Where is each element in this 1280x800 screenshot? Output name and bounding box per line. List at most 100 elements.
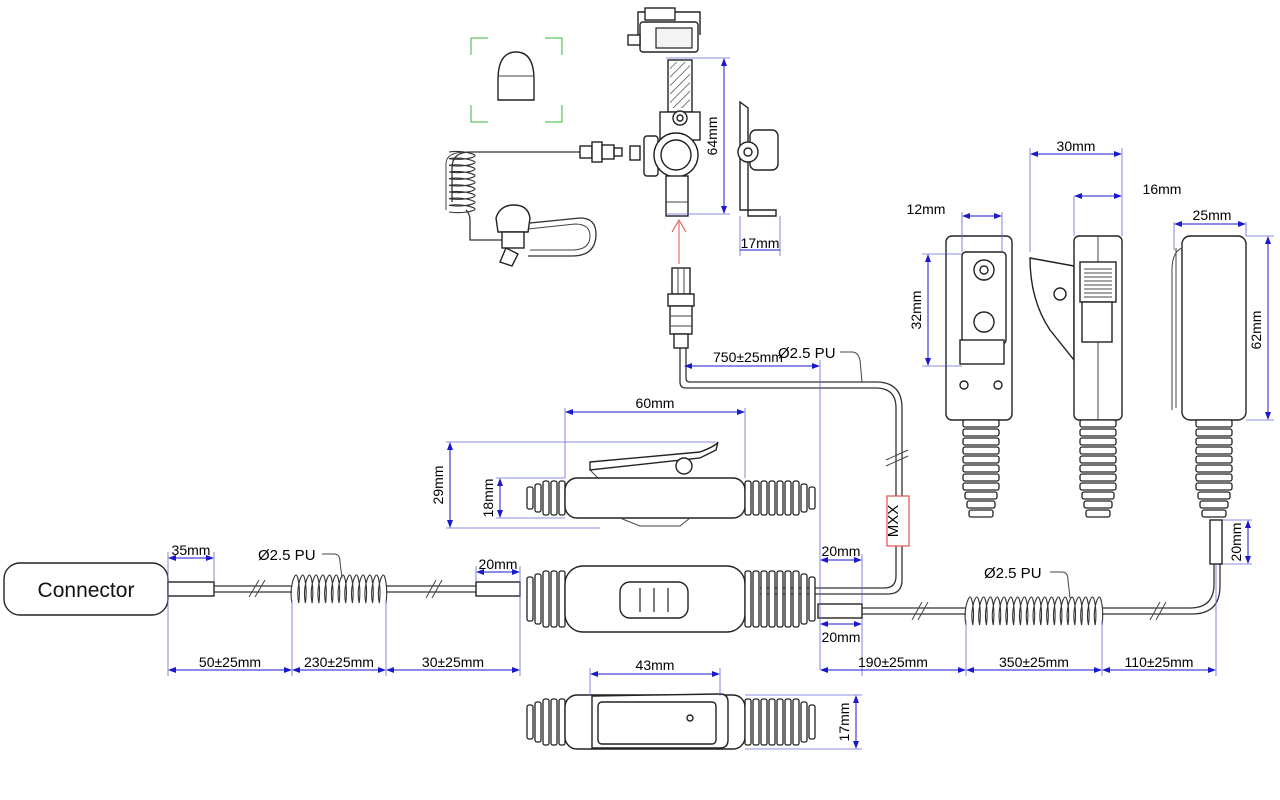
dim-12: 12mm — [907, 201, 1003, 252]
grip-ridge — [962, 437, 1000, 446]
dim-chain-right: 190±25mm 350±25mm 110±25mm — [820, 564, 1217, 676]
grip-ridge — [1195, 482, 1233, 491]
grip-ridge — [964, 491, 998, 500]
main-cable-left — [214, 574, 521, 604]
pu-label-upper: Ø2.5 PU — [778, 345, 863, 383]
back-right-grip — [744, 698, 816, 746]
grip-ridge — [526, 486, 534, 510]
dim-30-label: 30mm — [1057, 138, 1096, 154]
grip-ridge — [792, 570, 800, 628]
dim-16: 16mm — [1073, 181, 1181, 236]
grip-ridge — [752, 698, 760, 746]
ptt-left-grip — [526, 570, 566, 628]
coiled-tube — [448, 150, 476, 214]
grip-ridge — [776, 570, 784, 628]
grip-ridge — [968, 509, 994, 518]
back-plug — [1209, 519, 1223, 565]
mic-front-view — [945, 235, 1013, 518]
dim-62: 62mm — [1246, 235, 1274, 421]
grip-ridge — [526, 704, 534, 740]
grip-ridge — [526, 576, 534, 622]
grip-ridge — [768, 698, 776, 746]
grip-ridge — [1079, 419, 1117, 428]
grip-ridge — [1195, 446, 1233, 455]
grip-ridge — [962, 446, 1000, 455]
grip-ridge — [784, 570, 792, 628]
ptt-right-grip — [744, 570, 816, 628]
grip-ridge — [534, 701, 542, 743]
grip-ridge — [1197, 491, 1231, 500]
main-cable-right — [817, 564, 1221, 626]
grip-ridge — [752, 570, 760, 628]
dim-29: 29mm — [430, 441, 716, 529]
mxx-label: MXX — [885, 505, 902, 538]
grip-ridge — [1081, 491, 1115, 500]
dim-20-top-left-label: 20mm — [479, 556, 518, 572]
grip-ridge — [776, 698, 784, 746]
grip-ridge — [1195, 455, 1233, 464]
pu-label-right: Ø2.5 PU — [984, 565, 1071, 599]
grip-ridge — [550, 698, 558, 746]
dim-64: 64mm — [666, 57, 730, 215]
dim-30b-label: 30±25mm — [422, 654, 484, 670]
grip-ridge — [1199, 500, 1229, 509]
dim-750: 750±25mm — [684, 349, 821, 670]
grip-ridge — [768, 570, 776, 628]
pu-right-text: Ø2.5 PU — [984, 565, 1042, 582]
side-right-grip — [744, 480, 816, 516]
dim-20-right-label: 20mm — [1228, 523, 1244, 562]
grip-ridge — [962, 464, 1000, 473]
grip-ridge — [534, 573, 542, 625]
grip-ridge — [1079, 473, 1117, 482]
mic-side-view — [1029, 235, 1123, 518]
grip-ridge — [1195, 464, 1233, 473]
dim-32: 32mm — [908, 253, 962, 367]
side-mic-grip — [1079, 419, 1117, 518]
grip-ridge — [1195, 437, 1233, 446]
grip-ridge — [792, 698, 800, 746]
grip-ridge — [1195, 428, 1233, 437]
dim-20-lower: 20mm — [820, 618, 863, 676]
dim-17-clip: 17mm — [739, 216, 781, 256]
grip-ridge — [808, 486, 816, 510]
grip-ridge — [792, 480, 800, 516]
side-clip — [737, 100, 779, 217]
grip-ridge — [800, 701, 808, 743]
grip-ridge — [1079, 455, 1117, 464]
pu-left-text: Ø2.5 PU — [258, 547, 316, 564]
dim-230-label: 230±25mm — [304, 654, 374, 670]
dim-17-clip-label: 17mm — [741, 235, 780, 251]
mxx-tag: MXX — [885, 495, 910, 547]
dim-29-label: 29mm — [430, 466, 446, 505]
grip-ridge — [1201, 509, 1227, 518]
dim-60-label: 60mm — [636, 395, 675, 411]
dim-20-right: 20mm — [1220, 519, 1252, 565]
grip-ridge — [776, 480, 784, 516]
grip-ridge — [760, 570, 768, 628]
grip-ridge — [1079, 446, 1117, 455]
grip-ridge — [534, 483, 542, 513]
dim-32-label: 32mm — [908, 291, 924, 330]
grip-ridge — [760, 698, 768, 746]
dim-17-ptt: 17mm — [745, 694, 862, 750]
dim-chain-left: 50±25mm 230±25mm 30±25mm — [168, 600, 520, 676]
dim-20-lower-label: 20mm — [822, 629, 861, 645]
grip-ridge — [768, 480, 776, 516]
grip-ridge — [744, 570, 752, 628]
dim-20-top-left: 20mm — [475, 556, 521, 676]
insert-arrow — [671, 219, 687, 264]
earpiece-plug — [667, 267, 695, 349]
coiled-cable-left — [290, 574, 388, 604]
grip-ridge — [962, 473, 1000, 482]
grip-ridge — [962, 455, 1000, 464]
grip-ridge — [800, 573, 808, 625]
grip-ridge — [1079, 482, 1117, 491]
coiled-cable-right — [964, 596, 1104, 626]
dim-110-label: 110±25mm — [1125, 654, 1194, 670]
grip-ridge — [752, 480, 760, 516]
dim-43-label: 43mm — [636, 657, 675, 673]
dim-60: 60mm — [564, 395, 746, 478]
grip-ridge — [542, 480, 550, 516]
pu-label-left: Ø2.5 PU — [258, 547, 343, 579]
